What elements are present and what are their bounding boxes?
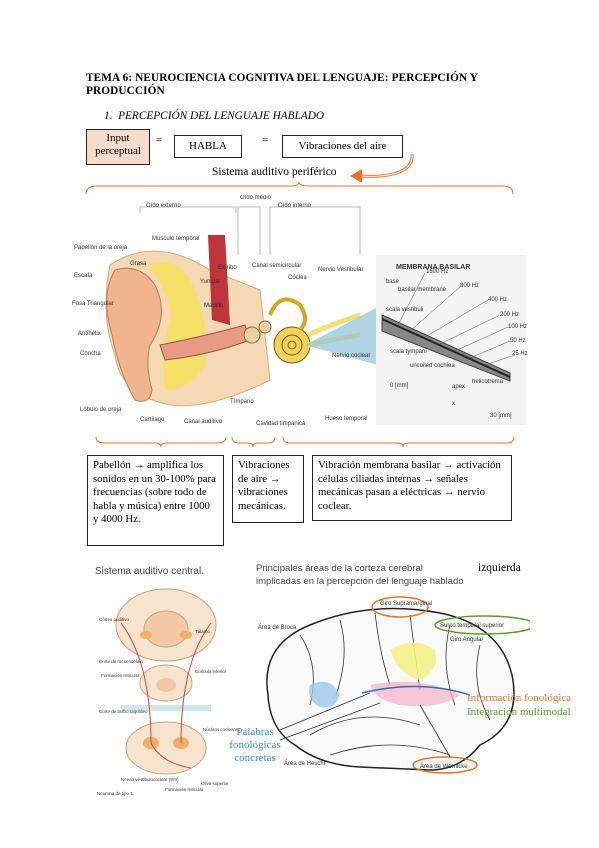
c-label-mesencefalo: Corte de mesencéfalo (99, 659, 144, 664)
c-label-talamo: Tálamo (195, 629, 211, 634)
desc-oido-interno: Vibración membrana basilar → activación … (312, 455, 512, 521)
label-0mm: 0 [mm] (390, 383, 409, 389)
label-yunque: Yunque (200, 279, 221, 285)
c-label-nervio: Nervio vestibulococlear (VIII) (121, 777, 179, 782)
label-oido-interno: Oído interno (278, 203, 312, 209)
label-scala-vestibuli: scala vestibuli (386, 307, 423, 313)
b-label-giro-supramarginal: Giro Supramarginal (380, 601, 432, 607)
brain-figure-title-c: implicadas en la percepción del lenguaje… (256, 576, 464, 587)
label-uncoiled-cochlea: uncoiled cochlea (410, 363, 455, 369)
desc-oido-externo: Pabellón → amplifica los sonidos en un 3… (87, 455, 224, 546)
label-fosa: Fosa Triangular (72, 301, 114, 307)
brain-figure-title-a: Principales áreas de la corteza cerebral (256, 563, 423, 574)
label-nervio-vestibular: Nervio Vestibular (318, 267, 363, 273)
label-concha: Concha (80, 351, 101, 357)
c-label-bulbo: Corte de bulbo raquídeo (99, 709, 148, 714)
ear-anatomy-figure: Oído externo Oído medio Oído interno MEM… (72, 195, 528, 427)
central-auditory-figure: Sistema auditivo central. Córtex auditiv… (91, 563, 241, 808)
c-label-coliculo: Colículo inferior (195, 669, 227, 674)
label-base: base (386, 279, 400, 285)
hz-400: 400 Hz (488, 297, 507, 303)
c-label-oliva: Oliva superior (201, 781, 229, 786)
label-estribo: Estribo (218, 265, 237, 271)
hz-25: 25 Hz (512, 351, 528, 357)
label-oido-externo: Oído externo (146, 203, 181, 209)
hz-800: 800 Hz (460, 283, 479, 289)
brain-figure-title-b: izquierda (478, 562, 521, 574)
label-oido-medio: Oído medio (240, 195, 272, 201)
b-label-giro-angular: Giro Angular (450, 637, 483, 643)
label-basilar-membrane: basilar membrane (398, 287, 447, 293)
hz-100: 100 Hz (508, 324, 527, 330)
c-label-nucleos: Núcleos cocleares (203, 727, 241, 732)
equals-sign-2: = (262, 134, 269, 146)
label-x: x (452, 401, 455, 407)
curved-arrow-icon (350, 153, 414, 183)
legend-multimodal: Integración multimodal (467, 706, 571, 718)
label-lobulo: Lóbulo de oreja (80, 407, 122, 413)
lower-brackets (95, 436, 515, 448)
label-scala-tympani: scala tympani (390, 349, 427, 355)
hz-1600: 1600 Hz (426, 269, 448, 275)
c-label-formacion-2: Formación reticular (165, 787, 204, 792)
label-antihelix: Antihélix (78, 331, 101, 337)
label-grasa: Grasa (130, 261, 147, 267)
hz-50: 50 Hz (510, 338, 526, 344)
label-30mm: 30 [mm] (490, 413, 512, 419)
c-label-neurona: Neurona de tipo 1 (97, 791, 133, 796)
vibraciones-box: Vibraciones del aire (282, 135, 403, 158)
membrana-basilar-title: MEMBRANA BASILAR (396, 264, 470, 271)
equals-sign-1: = (156, 134, 163, 146)
top-bracket (85, 182, 514, 195)
palabras-label: Palabras fonológicas concretas (229, 726, 281, 764)
b-label-heschl: Área de Heschl (284, 760, 325, 767)
label-nervio-coclear: Nervio coclear (332, 353, 370, 359)
hz-200: 200 Hz (500, 312, 519, 318)
document-title: TEMA 6: NEUROCIENCIA COGNITIVA DEL LENGU… (86, 72, 478, 97)
section-heading: 1. PERCEPCIÓN DEL LENGUAJE HABLADO (104, 110, 325, 122)
label-martillo: Martillo (204, 303, 224, 309)
habla-box: HABLA (174, 135, 242, 158)
sistema-periferico-label: Sistema auditivo periférico (212, 166, 337, 178)
label-timpano: Tímpano (230, 399, 254, 405)
b-label-surco: Surco temporal superior (440, 623, 504, 629)
c-label-cortex: Córtex auditivo (99, 617, 130, 622)
label-helicotrema: helicotrema (472, 379, 504, 385)
desc-oido-medio: Vibraciones de aire → vibraciones mecáni… (232, 455, 304, 523)
central-figure-title: Sistema auditivo central. (95, 566, 204, 577)
label-apex: apex (452, 384, 465, 390)
label-pabellon: Pabellón de la oreja (74, 245, 128, 251)
c-label-formacion: Formación reticular (101, 673, 140, 678)
label-canal-semicircular: Canal semicircular (252, 263, 301, 269)
b-label-broca: Área de Broca (258, 624, 297, 631)
label-canal-auditivo: Canal auditivo (184, 419, 223, 425)
label-coclea: Cóclea (288, 275, 307, 281)
label-escafa: Escafa (74, 273, 93, 279)
input-perceptual-box: Input perceptual (86, 129, 150, 165)
label-musculo: Músculo temporal (152, 236, 199, 242)
label-hueso-temporal: Hueso temporal (325, 416, 367, 422)
label-cavidad-timpanica: Cavidad timpánica (256, 421, 306, 427)
b-label-wernicke: Área de Wernicke (420, 763, 468, 770)
legend-fonologica: Información fonológica (467, 692, 572, 704)
brain-figure: Giro Supramarginal Surco temporal superi… (258, 596, 530, 774)
label-cartilago: Cartílago (140, 417, 165, 423)
